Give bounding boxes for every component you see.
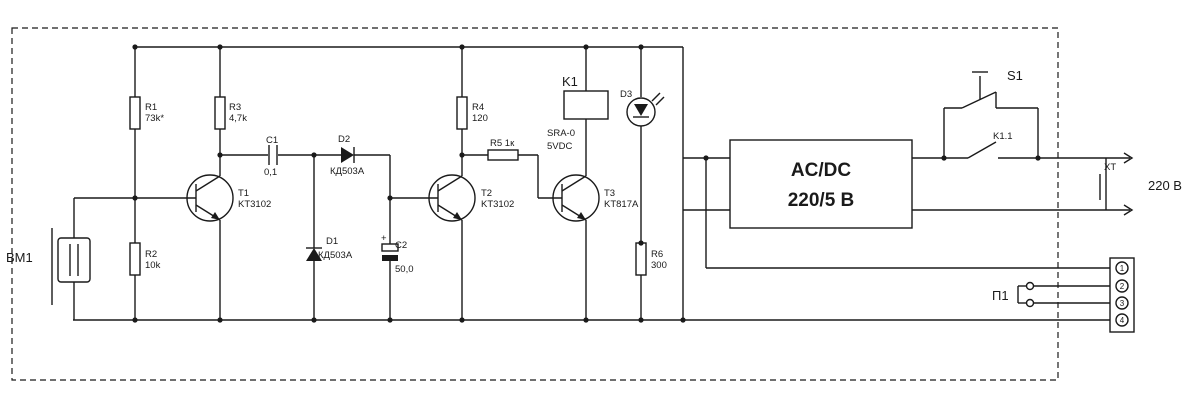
d3-name: D3	[620, 89, 632, 100]
k1-name: K1	[562, 74, 578, 89]
c1-name: C1	[266, 135, 278, 146]
c1-value: 0,1	[264, 167, 277, 178]
psu-line2: 220/5 B	[788, 190, 855, 211]
acdc-module	[729, 139, 913, 229]
r1-name: R1	[145, 102, 157, 113]
c2-value: 50,0	[395, 264, 414, 275]
s1-label: S1	[1007, 68, 1023, 83]
resistor-r1	[129, 47, 141, 243]
capacitor-c1	[220, 145, 314, 165]
led-d3	[626, 47, 665, 243]
r6-name: R6	[651, 249, 663, 260]
t1-name: T1	[238, 188, 249, 199]
diode-d1	[306, 155, 322, 320]
c2-name: C2	[395, 240, 407, 251]
p1-label: П1	[992, 288, 1009, 303]
r6-value: 300	[651, 260, 667, 271]
t3-name: T3	[604, 188, 615, 199]
transistor-t3	[538, 174, 600, 320]
relay-contact-k11	[967, 141, 997, 159]
t2-type: KT3102	[481, 199, 514, 210]
p1-pin3: 3	[1120, 299, 1125, 308]
t3-type: KT817A	[604, 199, 639, 210]
r2-name: R2	[145, 249, 157, 260]
k1-type: SRA-0	[547, 128, 575, 139]
k11-label: K1.1	[993, 131, 1013, 142]
resistor-r2	[129, 242, 141, 320]
r3-value: 4,7k	[229, 113, 247, 124]
junctions	[132, 44, 1041, 323]
pushbutton-s1	[961, 71, 1020, 109]
diode-d2	[314, 147, 391, 244]
r5-label: R5 1к	[490, 138, 515, 149]
mains-label: 220 B	[1148, 178, 1182, 193]
t1-type: KT3102	[238, 199, 271, 210]
mains-wiring	[912, 107, 1100, 211]
c2-plus: +	[381, 233, 387, 244]
d2-type: КД503А	[330, 166, 365, 177]
microphone-bm1	[51, 197, 135, 320]
power-rails	[73, 46, 684, 321]
transistor-t1	[135, 174, 234, 320]
connector-p1	[1017, 257, 1135, 333]
r4-name: R4	[472, 102, 484, 113]
p1-pin4: 4	[1120, 316, 1125, 325]
t2-name: T2	[481, 188, 492, 199]
r1-value: 73k*	[145, 113, 164, 124]
enclosure-boundary	[11, 27, 1059, 381]
xt-label: XT	[1104, 162, 1116, 173]
r2-value: 10k	[145, 260, 161, 271]
connector-xt	[1099, 152, 1134, 216]
relay-k1-coil	[563, 47, 609, 176]
d1-type: КД503А	[318, 250, 353, 261]
capacitor-c2	[381, 243, 399, 320]
p1-pin2: 2	[1120, 282, 1125, 291]
transistor-t2	[390, 174, 476, 320]
d1-name: D1	[326, 236, 338, 247]
r3-name: R3	[229, 102, 241, 113]
psu-line1: AC/DC	[791, 160, 851, 181]
resistor-r5	[462, 149, 539, 198]
r4-value: 120	[472, 113, 488, 124]
k1-voltage: 5VDC	[547, 141, 572, 152]
bm1-label: BM1	[6, 250, 33, 265]
psu-wiring	[683, 157, 1110, 321]
d2-name: D2	[338, 134, 350, 145]
p1-pin1: 1	[1120, 264, 1125, 273]
resistor-r6	[635, 242, 647, 320]
